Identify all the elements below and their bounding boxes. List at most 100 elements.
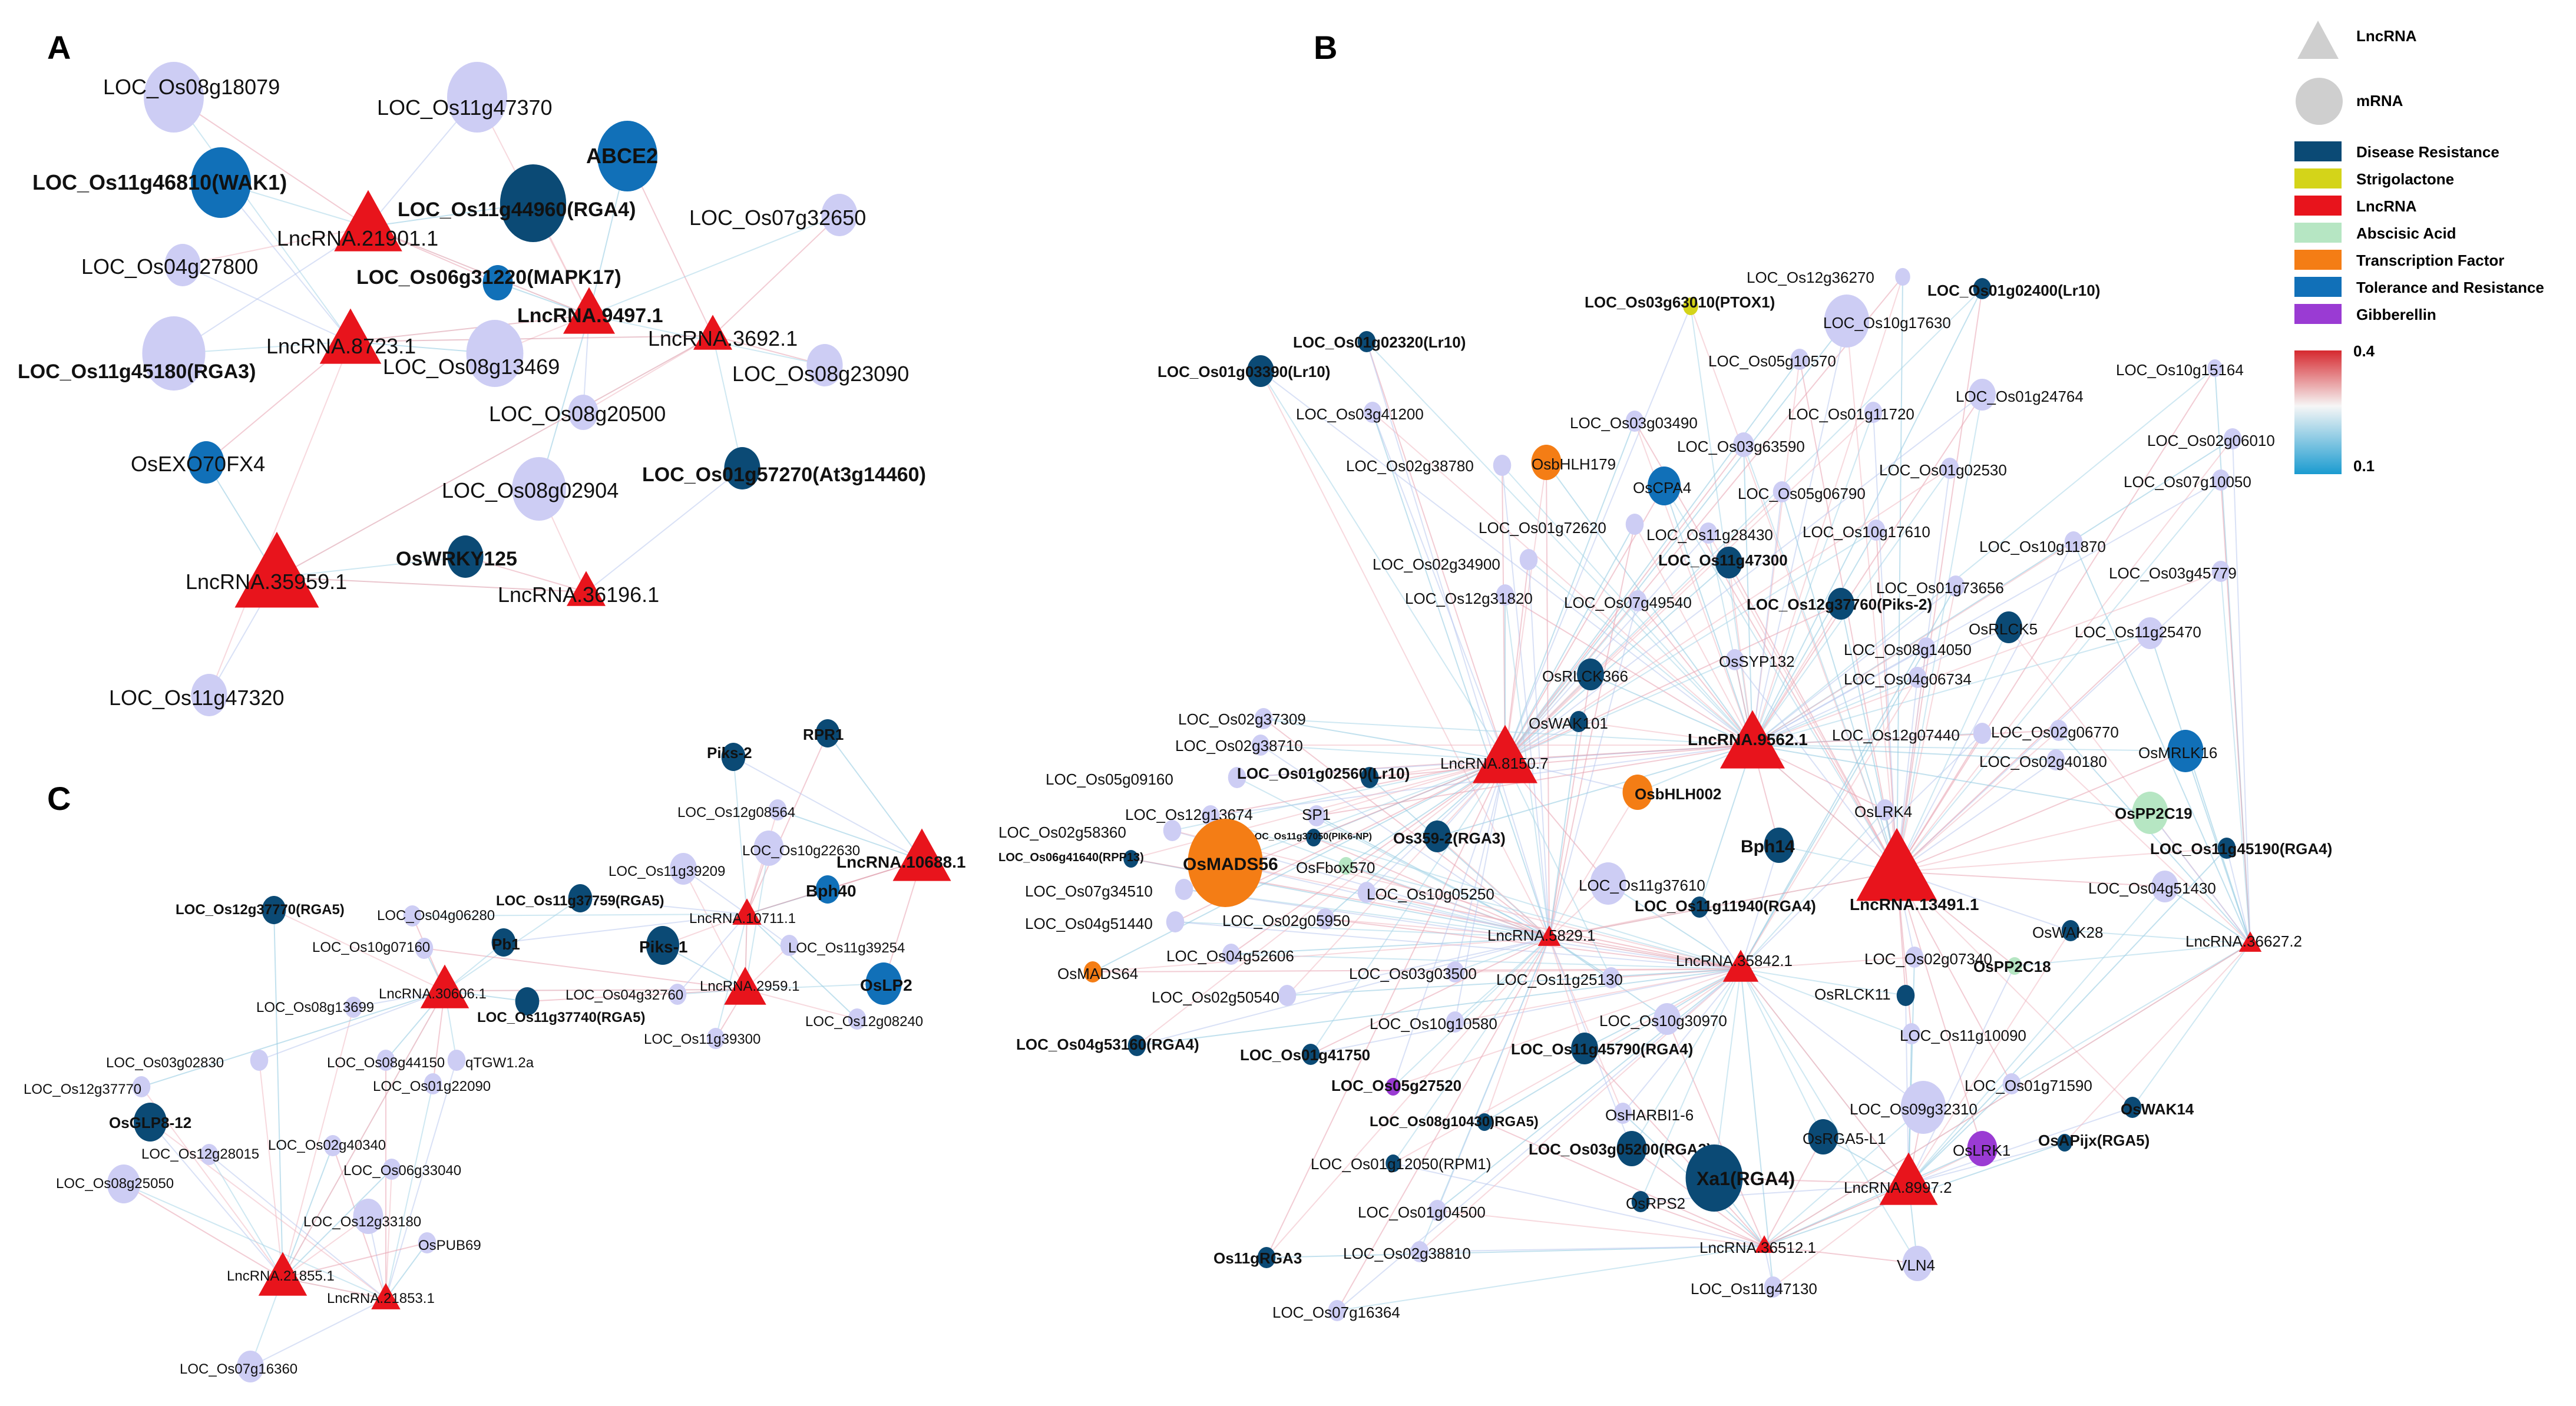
mrna-node[interactable]: OsbHLH002 [1622,775,1722,810]
mrna-node[interactable]: LOC_Os03g02830 [106,1050,269,1071]
mrna-node[interactable]: OsLRK4 [1854,799,1912,821]
mrna-node[interactable]: LOC_Os03g41200 [1296,402,1424,423]
mrna-node[interactable]: LOC_Os12g37760(Piks-2) [1747,588,1932,620]
mrna-node[interactable]: OsCPA4 [1633,467,1691,505]
mrna-node[interactable]: OsbHLH179 [1531,445,1616,480]
mrna-node[interactable]: LOC_Os08g44150 [327,1050,445,1071]
mrna-node[interactable]: LOC_Os08g02904 [442,457,619,521]
mrna-node[interactable]: LOC_Os08g10430)RGA5) [1370,1113,1539,1131]
mrna-node[interactable]: VLN4 [1897,1246,1935,1281]
mrna-node[interactable]: LOC_Os11g45190(RGA4) [2150,838,2332,859]
mrna-node[interactable]: LOC_Os11g45180(RGA3) [18,316,256,391]
mrna-node[interactable]: LOC_Os04g06734 [1844,667,1972,688]
mrna-node[interactable]: LOC_Os01g03390(Lr10) [1158,355,1330,387]
mrna-node[interactable]: LOC_Os02g05950 [1222,908,1350,929]
mrna-node[interactable]: LOC_Os05g27520 [1331,1077,1461,1096]
mrna-node[interactable]: OsLP2 [860,962,912,1005]
mrna-node[interactable]: LOC_Os12g33180 [303,1199,421,1234]
lncrna-node[interactable]: LncRNA.21901.1 [277,190,438,252]
mrna-node[interactable]: LOC_Os07g10050 [2124,469,2251,491]
mrna-node[interactable]: LOC_Os04g52606 [1166,944,1294,965]
mrna-node[interactable]: LOC_Os10g22630 [742,831,860,866]
lncrna-node[interactable]: LncRNA.3692.1 [648,315,798,350]
mrna-node[interactable]: LOC_Os03g63010(PTOX1) [1585,293,1775,315]
mrna-node[interactable]: OsHARBI1-6 [1605,1103,1694,1124]
mrna-node[interactable]: LOC_Os01g72620 [1479,514,1644,537]
lncrna-node[interactable]: LncRNA.8723.1 [266,308,416,364]
mrna-node[interactable]: LOC_Os11g45790(RGA4) [1511,1033,1693,1064]
mrna-node[interactable]: LOC_Os08g14050 [1844,637,1972,659]
mrna-node[interactable]: OsRPS2 [1626,1191,1685,1212]
mrna-node[interactable]: Pb1 [491,928,520,957]
mrna-node[interactable]: LOC_Os07g16364 [1272,1300,1400,1321]
mrna-node[interactable]: LOC_Os02g38780 [1346,455,1512,476]
mrna-node[interactable]: LOC_Os10g11870 [1979,531,2106,555]
mrna-node[interactable]: LOC_Os04g51430 [2088,871,2216,902]
mrna-node[interactable]: LOC_Os11g10090 [1900,1023,2026,1044]
mrna-node[interactable]: LOC_Os10g17630 [1823,295,1951,348]
mrna-node[interactable]: LOC_Os01g57270(At3g14460) [642,447,926,489]
mrna-node[interactable]: LOC_Os01g12050(RPM1) [1311,1154,1491,1173]
mrna-node[interactable]: LOC_Os11g37740(RGA5) [477,987,645,1025]
mrna-node[interactable]: LOC_Os12g28015 [141,1144,259,1165]
mrna-node[interactable]: LOC_Os01g02320(Lr10) [1293,331,1466,352]
mrna-node[interactable]: OsMRLK16 [2138,730,2217,772]
mrna-node[interactable]: Bph14 [1741,828,1795,863]
mrna-node[interactable]: LOC_Os02g40180 [1979,749,2107,770]
mrna-node[interactable]: OsAPijx(RGA5) [2038,1132,2150,1152]
lncrna-node[interactable]: LncRNA.21853.1 [327,1283,435,1309]
lncrna-node[interactable]: LncRNA.30606.1 [379,964,487,1008]
mrna-node[interactable]: Piks-1 [639,926,688,965]
mrna-node[interactable]: LOC_Os01g22090 [373,1073,491,1094]
lncrna-node[interactable]: LncRNA.35842.1 [1676,950,1793,982]
mrna-node[interactable]: RPR1 [803,719,844,747]
mrna-node[interactable]: LOC_Os10g15164 [2116,359,2244,379]
mrna-node[interactable]: Bph40 [806,875,857,904]
mrna-node[interactable]: LOC_Os02g50540 [1152,985,1297,1006]
mrna-node[interactable]: OsWRKY125 [396,535,517,578]
mrna-node[interactable]: LOC_Os11g46810(WAK1) [32,147,287,218]
mrna-node[interactable]: LOC_Os06g41640(RPP13) [998,850,1144,868]
mrna-node[interactable]: LOC_Os11g37610 [1579,862,1705,905]
mrna-node[interactable]: LOC_Os02g34900 [1373,549,1538,573]
mrna-node[interactable]: LOC_Os12g37770(RGA5) [176,896,345,924]
mrna-node[interactable]: LOC_Os08g13699 [256,997,374,1018]
mrna-node[interactable]: LOC_Os04g27800 [81,244,258,286]
mrna-node[interactable]: OsPP2C18 [1973,957,2051,975]
mrna-node[interactable]: LOC_Os01g02560(Lr10) [1237,765,1410,788]
mrna-node[interactable]: LOC_Os11g25130 [1496,967,1623,988]
mrna-node[interactable]: OsRGA5-L1 [1803,1119,1886,1154]
mrna-node[interactable]: LOC_Os11g39254 [780,935,905,956]
mrna-node[interactable]: LOC_Os03g03500 [1349,961,1477,982]
mrna-node[interactable]: LOC_Os10g30970 [1599,1003,1727,1035]
mrna-node[interactable]: LOC_Os01g02400(Lr10) [1927,278,2100,299]
mrna-node[interactable]: LOC_Os02g38810 [1343,1241,1471,1262]
mrna-node[interactable]: Os11gRGA3 [1213,1247,1302,1268]
mrna-node[interactable]: OsRLCK11 [1814,985,1915,1006]
mrna-node[interactable]: LOC_Os09g32310 [1850,1081,1978,1134]
mrna-node[interactable]: LOC_Os02g40340 [268,1135,386,1156]
mrna-node[interactable]: LOC_Os11g47130 [1691,1276,1817,1298]
mrna-node[interactable]: SP1 [1302,805,1331,826]
mrna-node[interactable]: LOC_Os07g34510 [1025,879,1193,900]
mrna-node[interactable]: LOC_Os10g05250 [1357,882,1494,903]
mrna-node[interactable]: Xa1(RGA4) [1685,1144,1795,1212]
mrna-node[interactable]: OsSYP132 [1719,649,1795,670]
mrna-node[interactable]: LOC_Os01g71590 [1965,1073,2092,1094]
mrna-node[interactable]: LOC_Os05g06790 [1738,481,1866,502]
mrna-node[interactable]: LOC_Os11g11940(RGA4) [1635,896,1816,918]
mrna-node[interactable]: LOC_Os08g23090 [732,344,909,386]
mrna-node[interactable]: LOC_Os04g51440 [1025,911,1185,932]
lncrna-node[interactable]: LncRNA.13491.1 [1850,828,1979,914]
mrna-node[interactable]: LOC_Os03g03490 [1570,411,1698,432]
lncrna-node[interactable]: LncRNA.10688.1 [836,828,965,881]
lncrna-node[interactable]: LncRNA.9497.1 [517,287,663,334]
mrna-node[interactable]: LOC_Os08g13469 [383,320,560,387]
mrna-node[interactable]: OsFbox570 [1296,857,1375,876]
mrna-node[interactable]: LOC_Os10g07160 [312,938,434,959]
mrna-node[interactable]: qTGW1.2a [447,1050,534,1071]
lncrna-node[interactable]: LncRNA.9562.1 [1688,710,1808,769]
mrna-node[interactable]: OsEXO70FX4 [131,441,265,484]
mrna-node[interactable]: LOC_Os02g06770 [1991,720,2119,741]
mrna-node[interactable]: ABCE2 [586,121,658,191]
